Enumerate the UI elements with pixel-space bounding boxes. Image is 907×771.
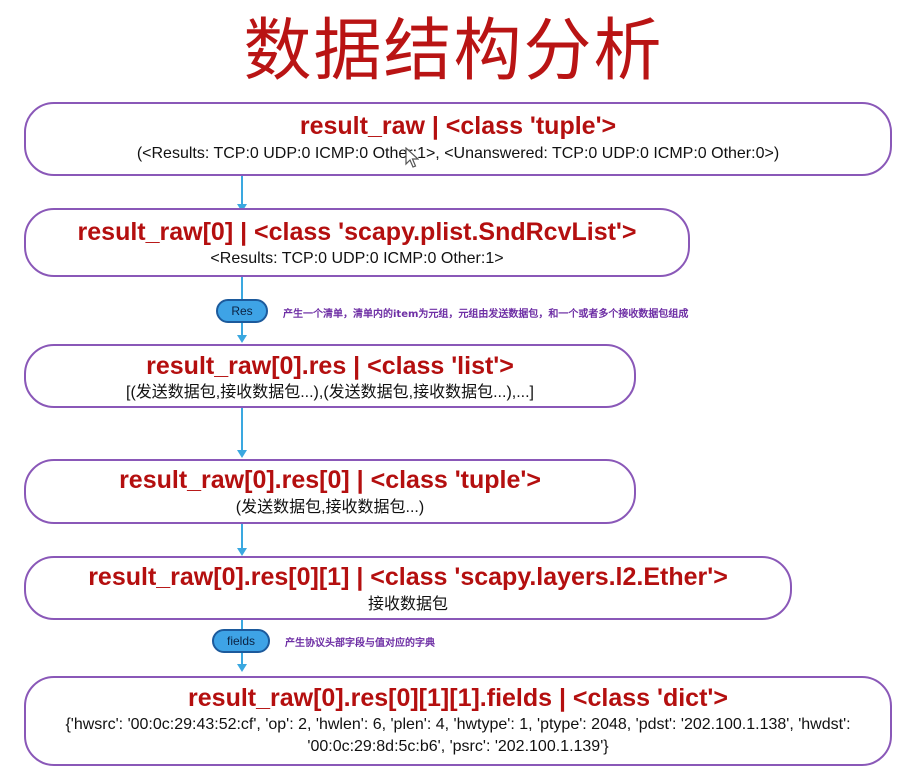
node-heading: result_raw | <class 'tuple'> — [299, 112, 617, 140]
node-heading: result_raw[0].res[0][1][1].fields | <cla… — [188, 684, 728, 712]
connector-line — [241, 653, 243, 666]
mouse-cursor-icon — [405, 147, 419, 168]
node-value: {'hwsrc': '00:0c:29:43:52:cf', 'op': 2, … — [65, 716, 851, 755]
connector-line — [241, 524, 243, 550]
page-title: 数据结构分析 — [243, 12, 664, 91]
connector-arrowhead — [237, 664, 247, 672]
res-badge: Res — [216, 299, 268, 323]
node-fields-dict: result_raw[0].res[0][1][1].fields | <cla… — [24, 676, 892, 766]
connector-line — [241, 323, 243, 337]
node-heading: result_raw[0] | <class 'scapy.plist.SndR… — [77, 218, 637, 246]
node-result-raw: result_raw | <class 'tuple'> (<Results: … — [24, 102, 892, 176]
node-value: 接收数据包 — [367, 596, 448, 613]
res-note: 产生一个清单，清单内的item为元组，元组由发送数据包，和一个或者多个接收数据包… — [283, 309, 689, 320]
connector-line — [241, 620, 243, 629]
connector-line — [241, 408, 243, 452]
node-result-raw-0-res: result_raw[0].res | <class 'list'> [(发送数… — [24, 344, 636, 408]
node-heading: result_raw[0].res[0] | <class 'tuple'> — [119, 466, 541, 494]
connector-arrowhead — [237, 548, 247, 556]
node-result-raw-0: result_raw[0] | <class 'scapy.plist.SndR… — [24, 208, 690, 277]
connector-line — [241, 176, 243, 206]
node-value: (<Results: TCP:0 UDP:0 ICMP:0 Other:1>, … — [136, 145, 780, 162]
fields-badge: fields — [212, 629, 270, 653]
node-result-raw-0-res-0: result_raw[0].res[0] | <class 'tuple'> (… — [24, 459, 636, 524]
connector-arrowhead — [237, 335, 247, 343]
connector-arrowhead — [237, 450, 247, 458]
node-heading: result_raw[0].res | <class 'list'> — [146, 352, 514, 380]
node-result-raw-0-res-0-1: result_raw[0].res[0][1] | <class 'scapy.… — [24, 556, 792, 620]
node-value: (发送数据包,接收数据包...) — [235, 499, 425, 516]
node-value: <Results: TCP:0 UDP:0 ICMP:0 Other:1> — [210, 250, 504, 267]
node-heading: result_raw[0].res[0][1] | <class 'scapy.… — [88, 563, 728, 591]
fields-note: 产生协议头部字段与值对应的字典 — [285, 638, 435, 649]
node-value: [(发送数据包,接收数据包...),(发送数据包,接收数据包...),...] — [126, 384, 534, 401]
connector-line — [241, 277, 243, 299]
